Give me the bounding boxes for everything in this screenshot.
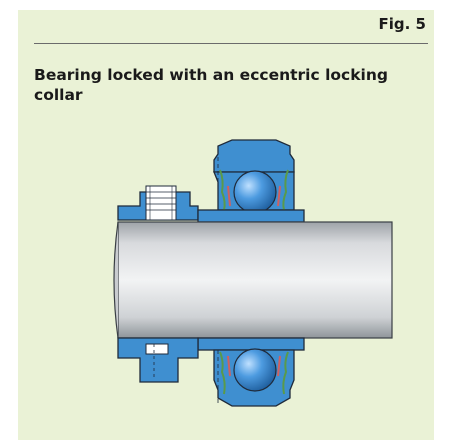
bottom-locking-collar <box>117 337 305 383</box>
header-rule <box>34 43 428 44</box>
grub-screw-icon <box>145 185 177 221</box>
shaft <box>117 221 393 339</box>
top-ball <box>233 170 277 214</box>
bearing-diagram <box>113 139 393 407</box>
bottom-ball <box>233 348 277 392</box>
figure-panel: Fig. 5 Bearing locked with an eccentric … <box>18 10 434 440</box>
figure-number: Fig. 5 <box>378 15 426 33</box>
top-locking-collar <box>117 185 305 223</box>
figure-caption: Bearing locked with an eccentric locking… <box>34 66 388 104</box>
